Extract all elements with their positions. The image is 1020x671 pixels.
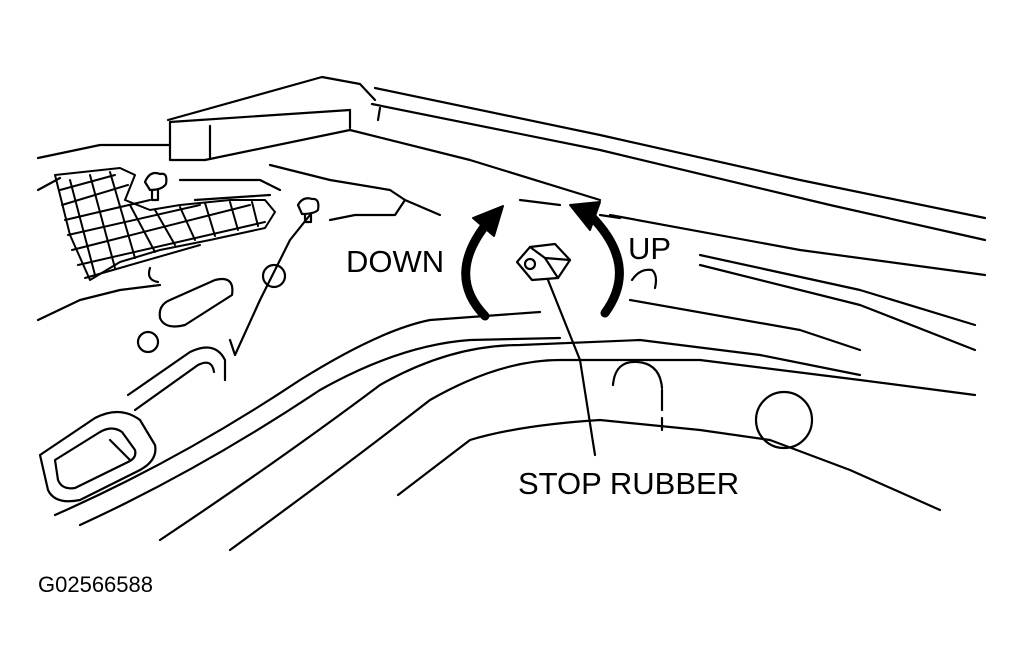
up-rotation-arrow-icon	[569, 201, 624, 318]
stop-rubber-nut	[515, 242, 572, 282]
up-label: UP	[628, 231, 672, 266]
panel-holes	[126, 263, 287, 412]
down-rotation-arrow-icon	[461, 205, 504, 321]
panel-diagonals	[53, 310, 977, 552]
hatched-seal-area	[54, 167, 276, 281]
clip-right	[296, 197, 320, 224]
loop-bracket	[38, 410, 157, 503]
clip-left	[143, 171, 168, 202]
figure-id: G02566588	[38, 572, 153, 597]
stop-rubber-leader	[546, 278, 597, 457]
stop-rubber-label: STOP RUBBER	[518, 466, 740, 501]
hood-top-edges	[166, 75, 987, 352]
hood-edge-dashes	[376, 106, 622, 220]
lower-openings	[611, 268, 814, 450]
down-label: DOWN	[346, 244, 445, 279]
